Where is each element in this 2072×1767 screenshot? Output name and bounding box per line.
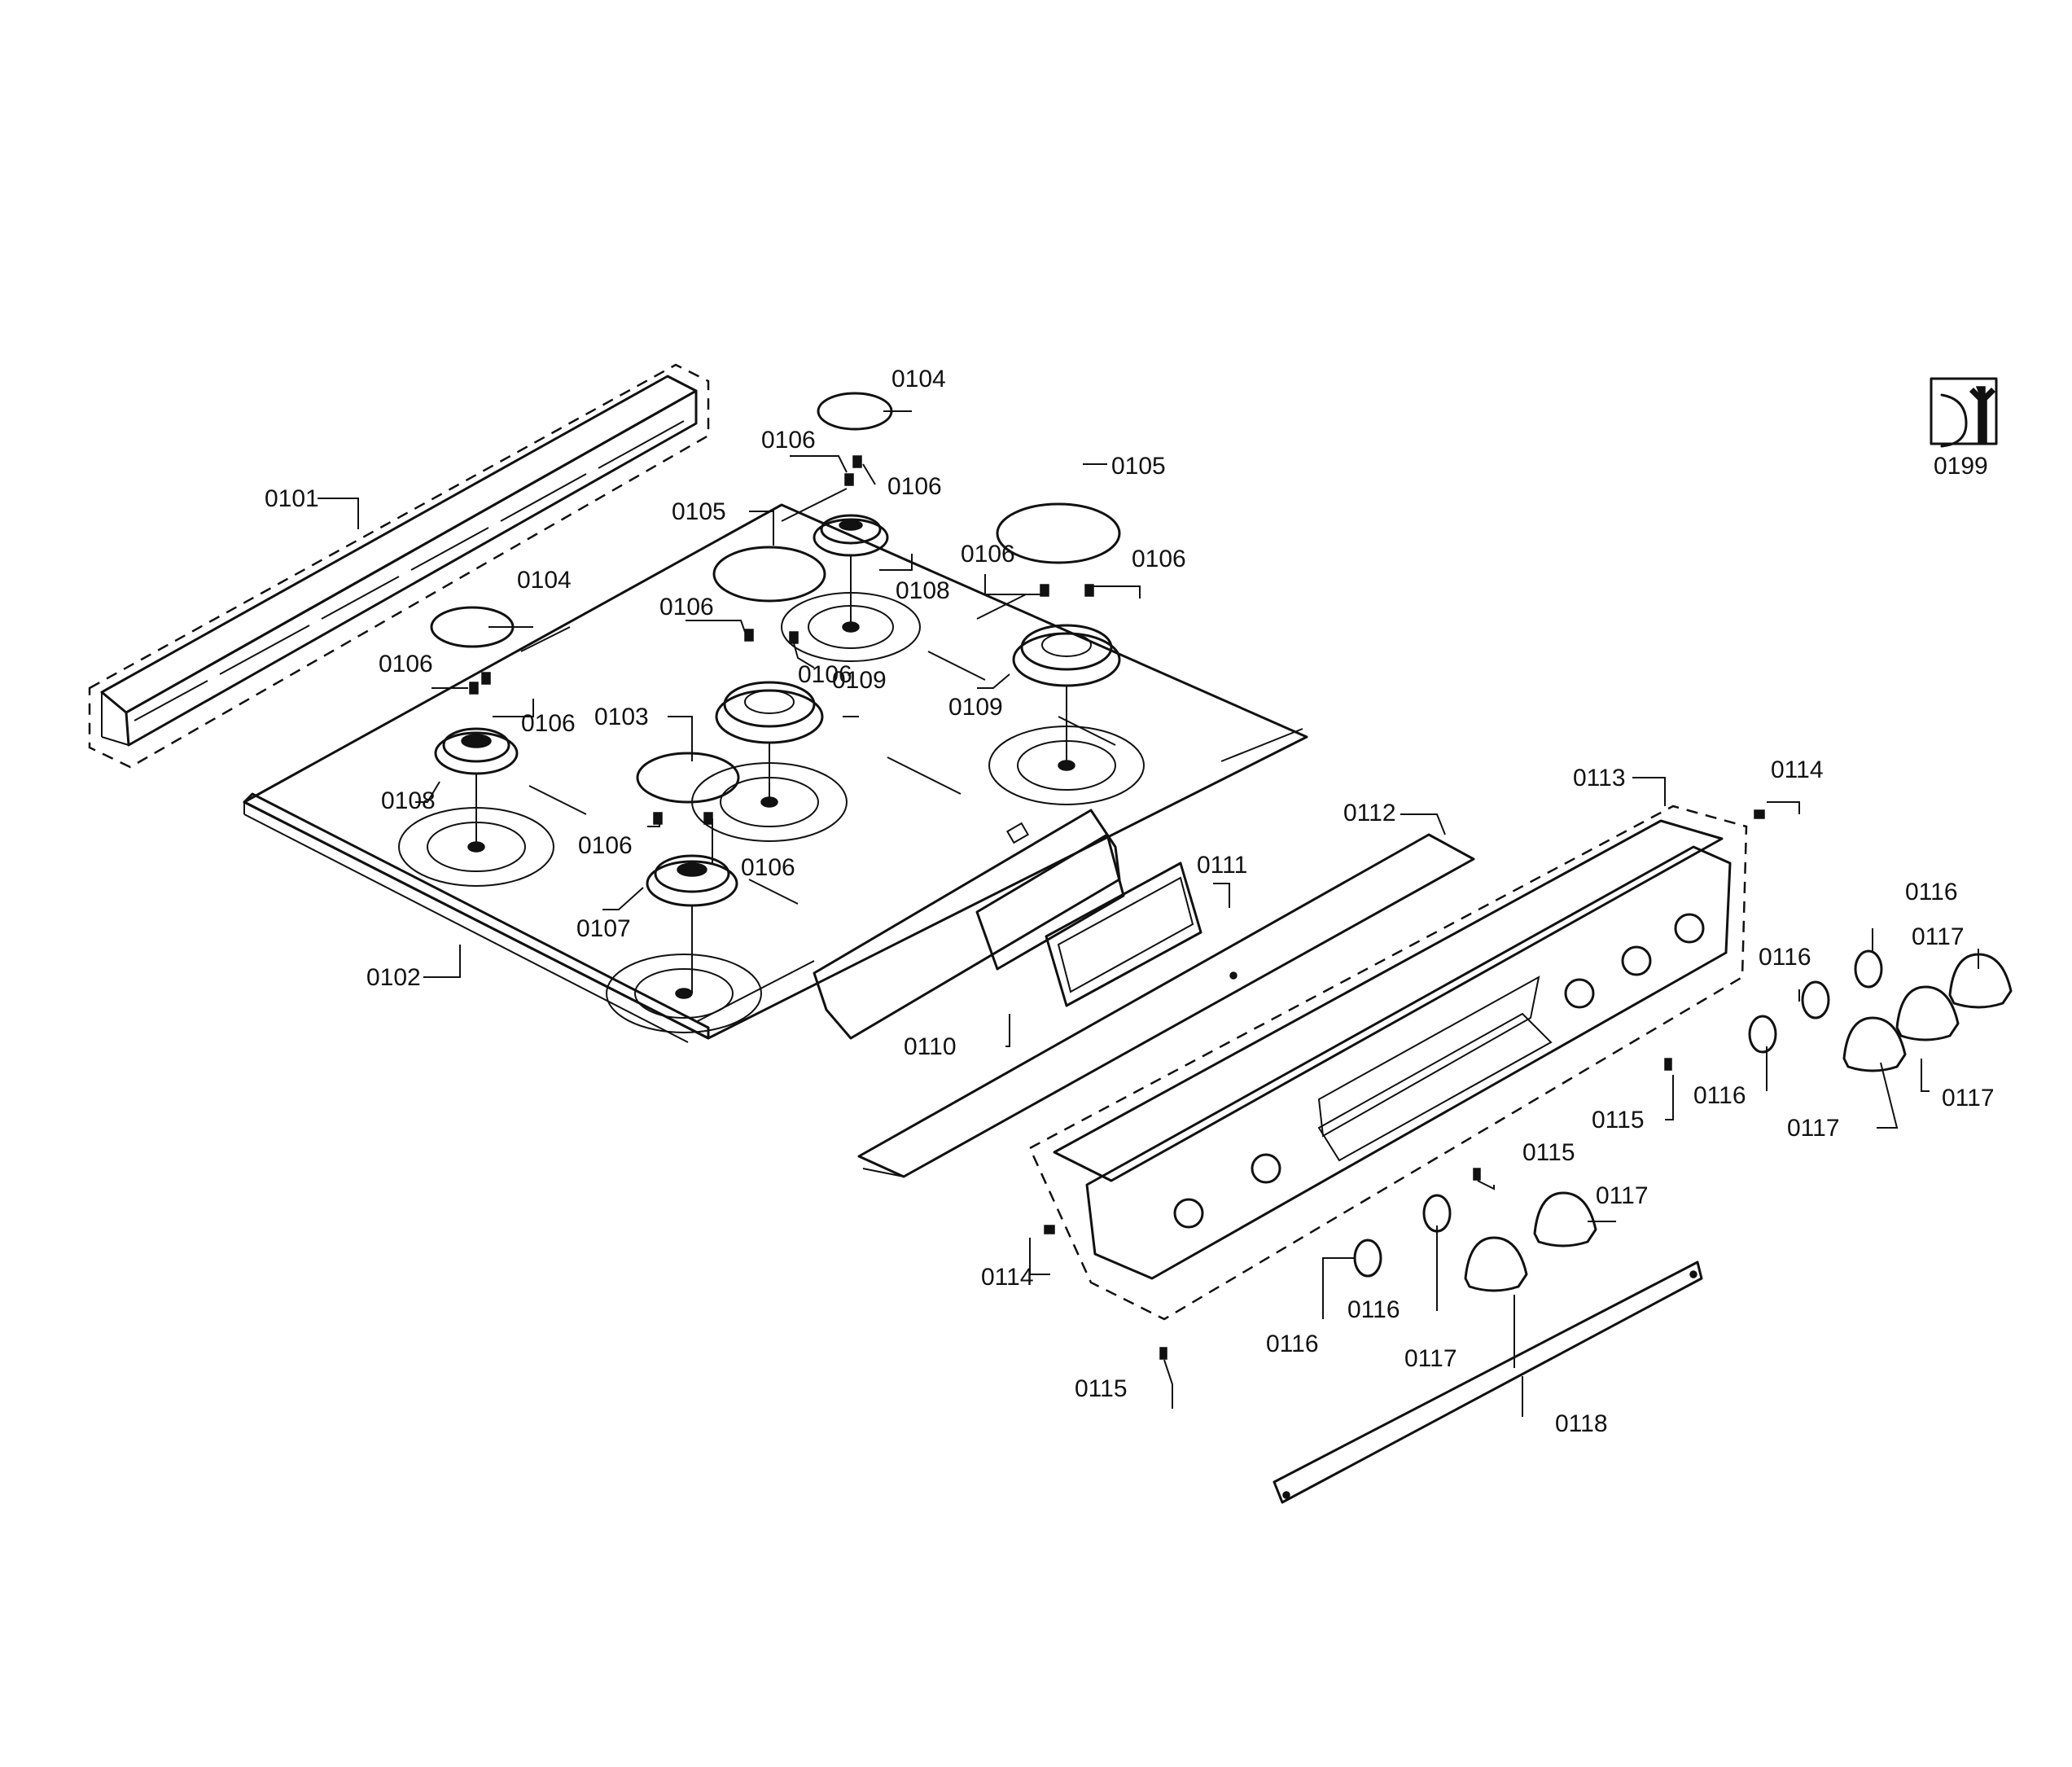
callout-0106: 0106 [659, 594, 714, 620]
callout-0111: 0111 [1197, 852, 1247, 879]
callout-0110: 0110 [904, 1033, 957, 1060]
callout-0109: 0109 [832, 667, 887, 694]
callout-0105: 0105 [1111, 453, 1166, 480]
callout-0106: 0106 [578, 832, 633, 859]
callout-0104: 0104 [517, 567, 572, 594]
callout-0106: 0106 [741, 854, 795, 881]
part-0110-bracket [813, 809, 1202, 1040]
callout-0199: 0199 [1934, 453, 1988, 480]
callout-0115: 0115 [1075, 1375, 1128, 1402]
callout-0103: 0103 [594, 704, 649, 730]
callout-0106: 0106 [1132, 546, 1186, 572]
service-wrench-icon [1930, 377, 1998, 448]
callout-0116: 0116 [1759, 944, 1811, 971]
part-0106-screws [469, 455, 1094, 825]
callout-0115: 0115 [1522, 1139, 1575, 1166]
part-0118-strip [1273, 1261, 1703, 1504]
callout-0101: 0101 [265, 485, 319, 512]
callout-labels: 0101 0102 0103 0104 0104 0105 0105 0106 … [265, 366, 1995, 1437]
part-0113-control-panel [1028, 805, 1748, 1321]
callout-0106: 0106 [798, 661, 852, 688]
callout-0102: 0102 [366, 964, 421, 991]
callout-0104: 0104 [891, 366, 946, 392]
callout-0116: 0116 [1905, 879, 1958, 905]
callout-0107: 0107 [576, 915, 631, 942]
callout-0108: 0108 [381, 787, 436, 814]
callout-0108: 0108 [896, 577, 950, 604]
callout-0106: 0106 [961, 541, 1015, 568]
callout-0106: 0106 [887, 473, 942, 500]
callout-0109: 0109 [948, 694, 1003, 721]
callout-0117: 0117 [1942, 1085, 1995, 1112]
callout-0106: 0106 [761, 427, 816, 454]
part-burner-heads [434, 514, 1121, 993]
callout-0117: 0117 [1404, 1345, 1457, 1372]
part-small-screws [1044, 809, 1765, 1360]
callout-0116: 0116 [1266, 1331, 1319, 1357]
part-0102-cooktop [243, 488, 1308, 1043]
callout-0118: 0118 [1555, 1410, 1608, 1437]
callout-0117: 0117 [1596, 1182, 1649, 1209]
leader-lines [318, 410, 1979, 1417]
callout-0113: 0113 [1573, 765, 1626, 791]
part-0117-knobs [1464, 953, 2013, 1292]
callout-0117: 0117 [1787, 1115, 1840, 1142]
callout-0116: 0116 [1693, 1082, 1746, 1109]
callout-0114: 0114 [1771, 756, 1824, 783]
callout-0106: 0106 [379, 651, 433, 677]
part-0101-back-trim [88, 363, 710, 769]
callout-0112: 0112 [1343, 800, 1396, 826]
callout-0115: 0115 [1592, 1107, 1645, 1133]
part-0112-rail [857, 833, 1475, 1178]
callout-0105: 0105 [672, 498, 726, 525]
callout-0106: 0106 [521, 710, 576, 737]
callout-0117: 0117 [1912, 923, 1965, 950]
callout-0116: 0116 [1347, 1296, 1400, 1323]
callout-0114: 0114 [981, 1264, 1034, 1291]
part-burner-caps [430, 392, 1121, 804]
